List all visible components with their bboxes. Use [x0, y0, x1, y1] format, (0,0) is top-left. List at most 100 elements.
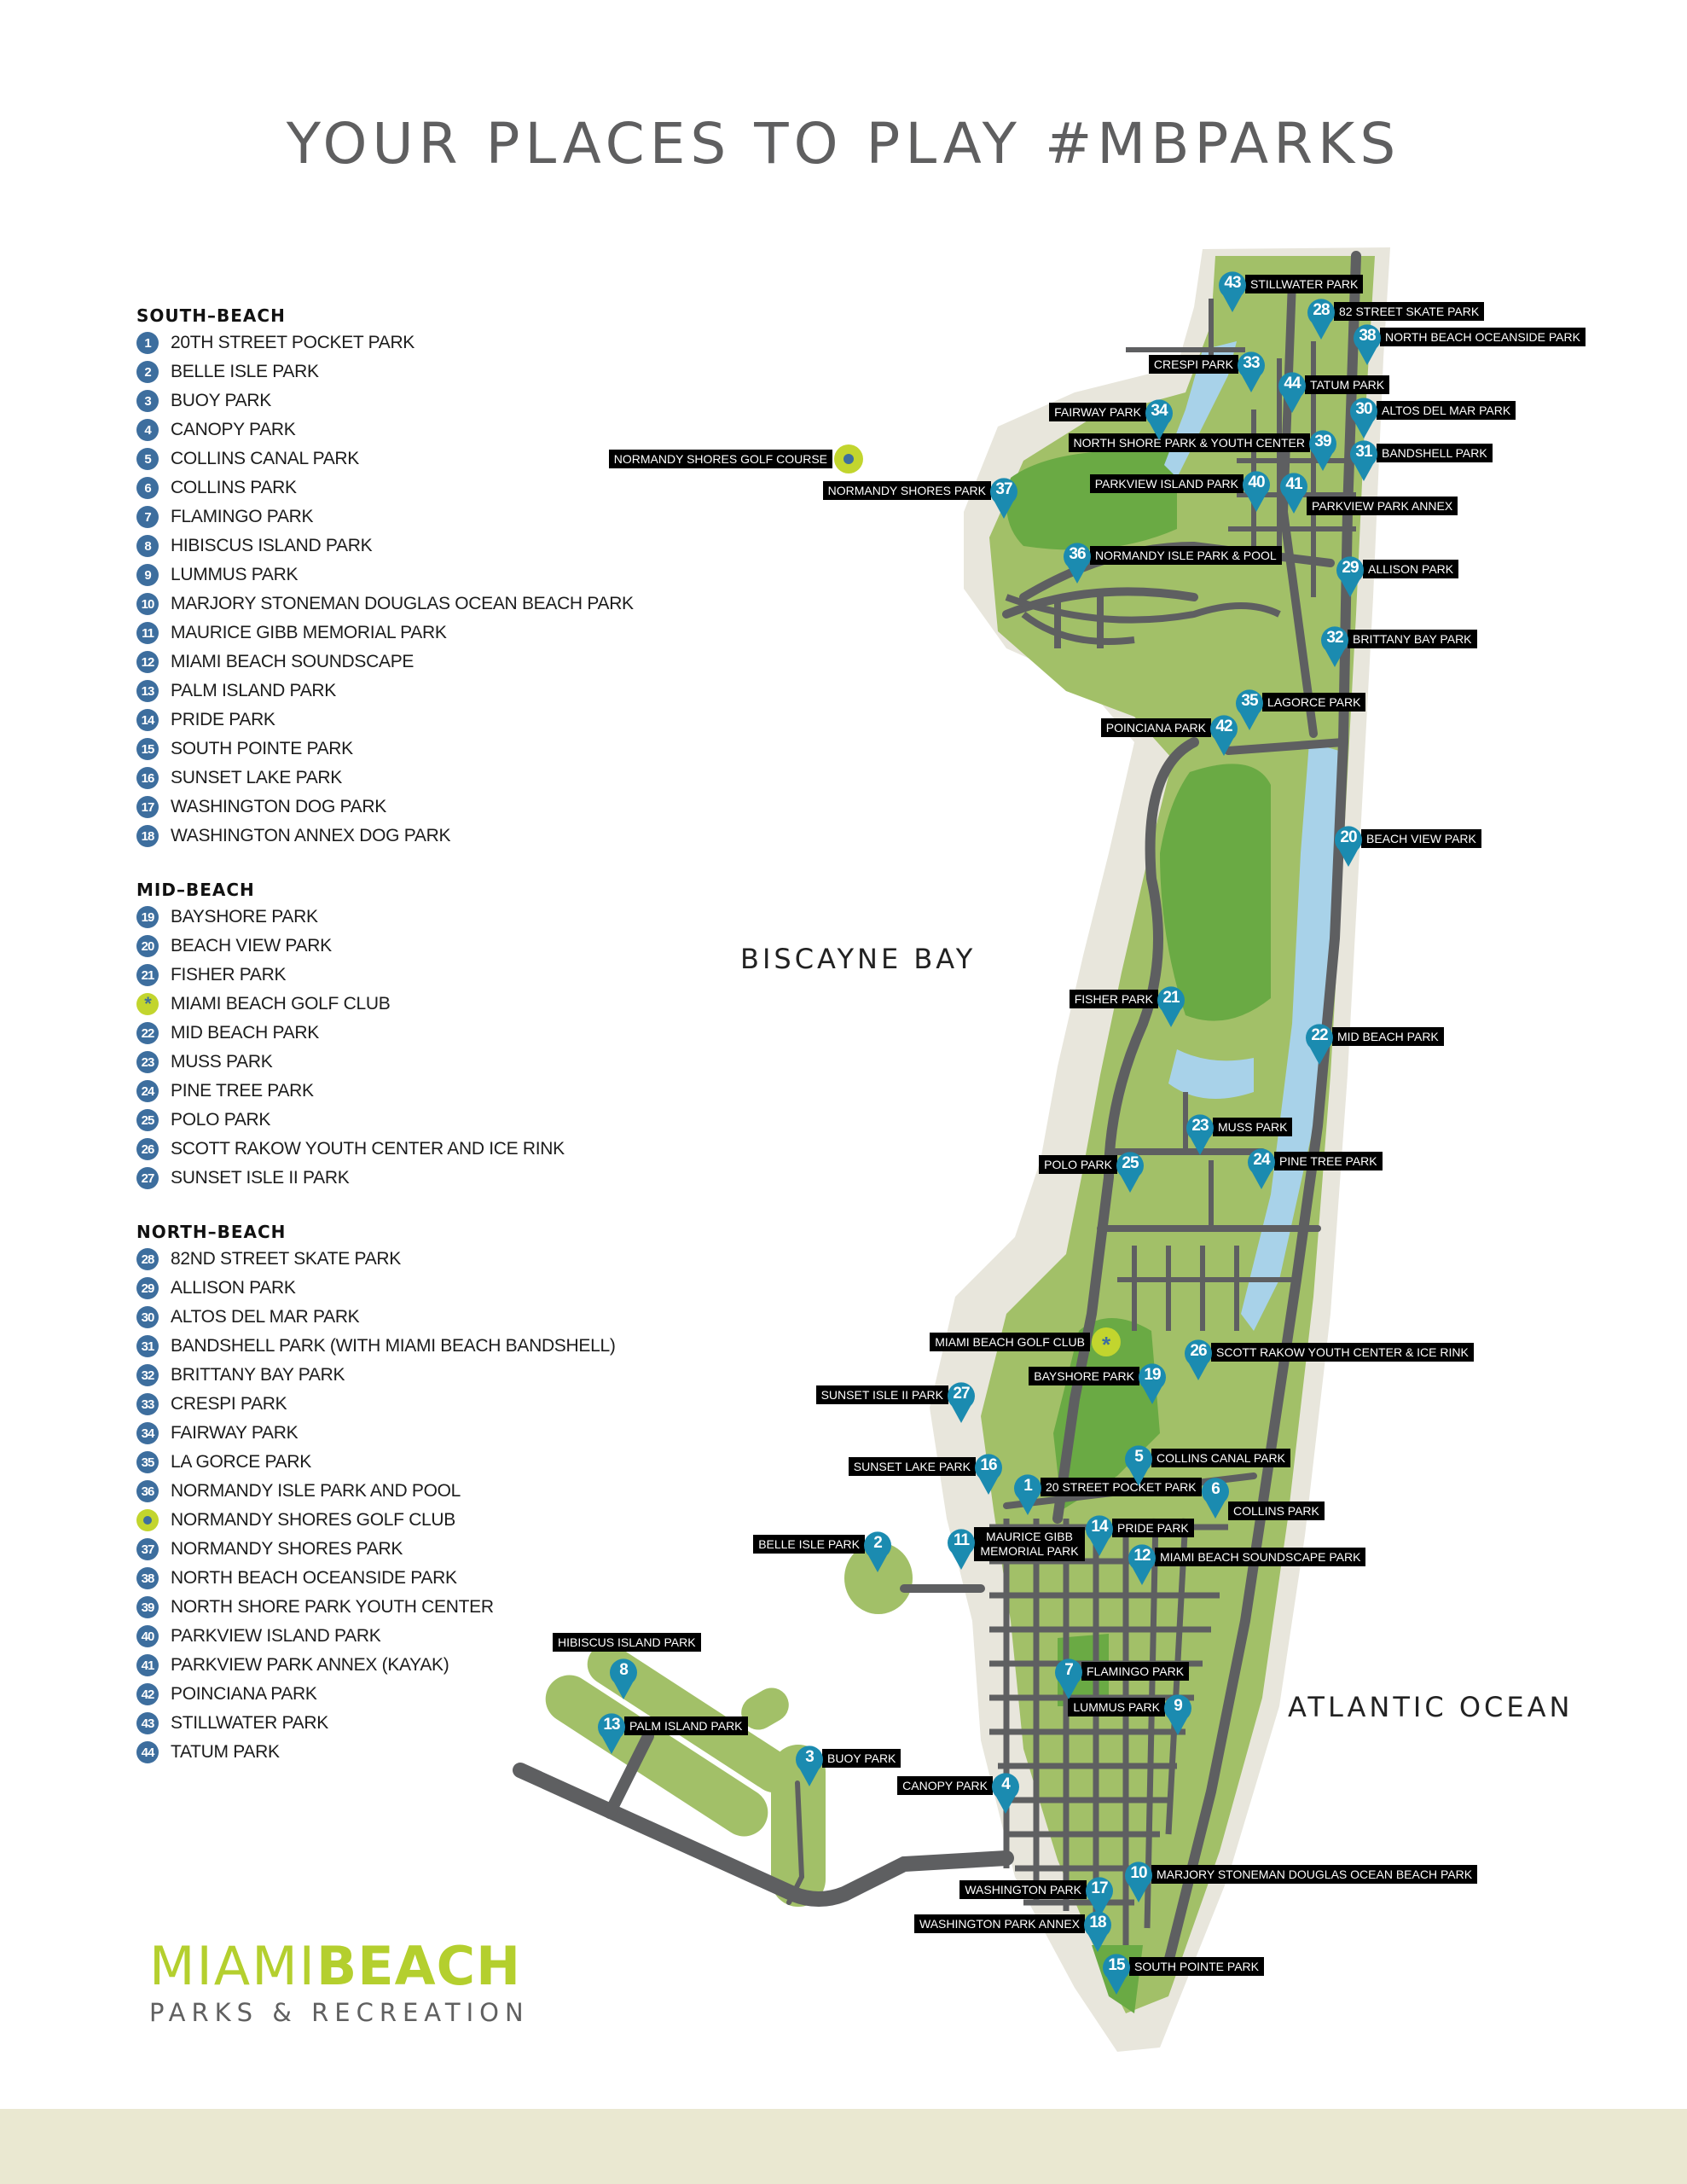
map-pin-28[interactable]: 28: [1307, 299, 1336, 340]
park-number-badge: 28: [136, 1248, 159, 1270]
map-pin-9[interactable]: 9: [1163, 1694, 1192, 1735]
map-label: CRESPI PARK: [1148, 355, 1238, 374]
map-pin-18[interactable]: 18: [1083, 1911, 1112, 1952]
map-pin-20[interactable]: 20: [1334, 826, 1363, 867]
map-pin-14[interactable]: 14: [1085, 1515, 1114, 1556]
map-pin-1[interactable]: 1: [1013, 1474, 1042, 1515]
map-label: ALLISON PARK: [1363, 560, 1459, 578]
map-pin-25[interactable]: 25: [1116, 1152, 1145, 1193]
map-pin-32[interactable]: 32: [1320, 626, 1349, 667]
map-pin-26[interactable]: 26: [1184, 1339, 1213, 1380]
map-pin-34[interactable]: 34: [1145, 399, 1174, 440]
map-pin-13[interactable]: 13: [597, 1713, 626, 1754]
map-pin-42[interactable]: 42: [1209, 715, 1238, 756]
map-pin-40[interactable]: 40: [1242, 471, 1271, 512]
map-pin-27[interactable]: 27: [947, 1382, 976, 1423]
map-pin-35[interactable]: 35: [1235, 689, 1264, 730]
map-pin-31[interactable]: 31: [1349, 440, 1378, 481]
map-pin-7[interactable]: 7: [1054, 1658, 1083, 1699]
legend-item[interactable]: *MIAMI BEACH GOLF CLUB: [136, 990, 682, 1019]
park-number-badge: 44: [136, 1741, 159, 1763]
map-pin-21[interactable]: 21: [1157, 986, 1186, 1027]
legend-item-label: LA GORCE PARK: [171, 1452, 311, 1472]
map-pin-43[interactable]: 43: [1218, 271, 1247, 312]
map-pin-23[interactable]: 23: [1186, 1114, 1215, 1155]
map-pin-37[interactable]: 37: [989, 478, 1018, 519]
golf-club-marker[interactable]: *: [1092, 1327, 1121, 1356]
map-pin-10[interactable]: 10: [1124, 1862, 1153, 1902]
map-pin-41[interactable]: 41: [1279, 473, 1308, 514]
map-pin-36[interactable]: 36: [1063, 543, 1092, 584]
map-pin-22[interactable]: 22: [1305, 1024, 1334, 1065]
map-pin-12[interactable]: 12: [1128, 1544, 1157, 1585]
map-pin-33[interactable]: 33: [1237, 351, 1266, 392]
map-pin-29[interactable]: 29: [1336, 556, 1365, 597]
map-pin-15[interactable]: 15: [1102, 1954, 1131, 1995]
map-pin-17[interactable]: 17: [1085, 1877, 1114, 1918]
map-pin-24[interactable]: 24: [1247, 1148, 1276, 1189]
pin-number: 23: [1191, 1117, 1209, 1135]
map-pin-30[interactable]: 30: [1349, 398, 1378, 439]
map-pin-44[interactable]: 44: [1278, 372, 1307, 413]
map-pin-11[interactable]: 11: [947, 1529, 976, 1570]
legend-item[interactable]: NORMANDY SHORES GOLF CLUB: [136, 1506, 682, 1535]
map-pin-8[interactable]: 8: [609, 1658, 638, 1699]
map-pin-2[interactable]: 2: [863, 1531, 892, 1572]
map-pin-38[interactable]: 38: [1353, 324, 1382, 365]
map-pin-5[interactable]: 5: [1124, 1445, 1153, 1486]
map-pin-icon: [598, 1713, 625, 1754]
legend-item-label: MIAMI BEACH SOUNDSCAPE: [171, 652, 415, 671]
map-pin-4[interactable]: 4: [991, 1773, 1020, 1814]
map-pin-39[interactable]: 39: [1308, 430, 1337, 471]
map-pin-16[interactable]: 16: [974, 1454, 1003, 1495]
golf-course-marker[interactable]: [834, 444, 863, 473]
map-pin-6[interactable]: 6: [1201, 1478, 1230, 1519]
map-pin-3[interactable]: 3: [795, 1745, 824, 1786]
map-pin-19[interactable]: 19: [1138, 1363, 1167, 1404]
